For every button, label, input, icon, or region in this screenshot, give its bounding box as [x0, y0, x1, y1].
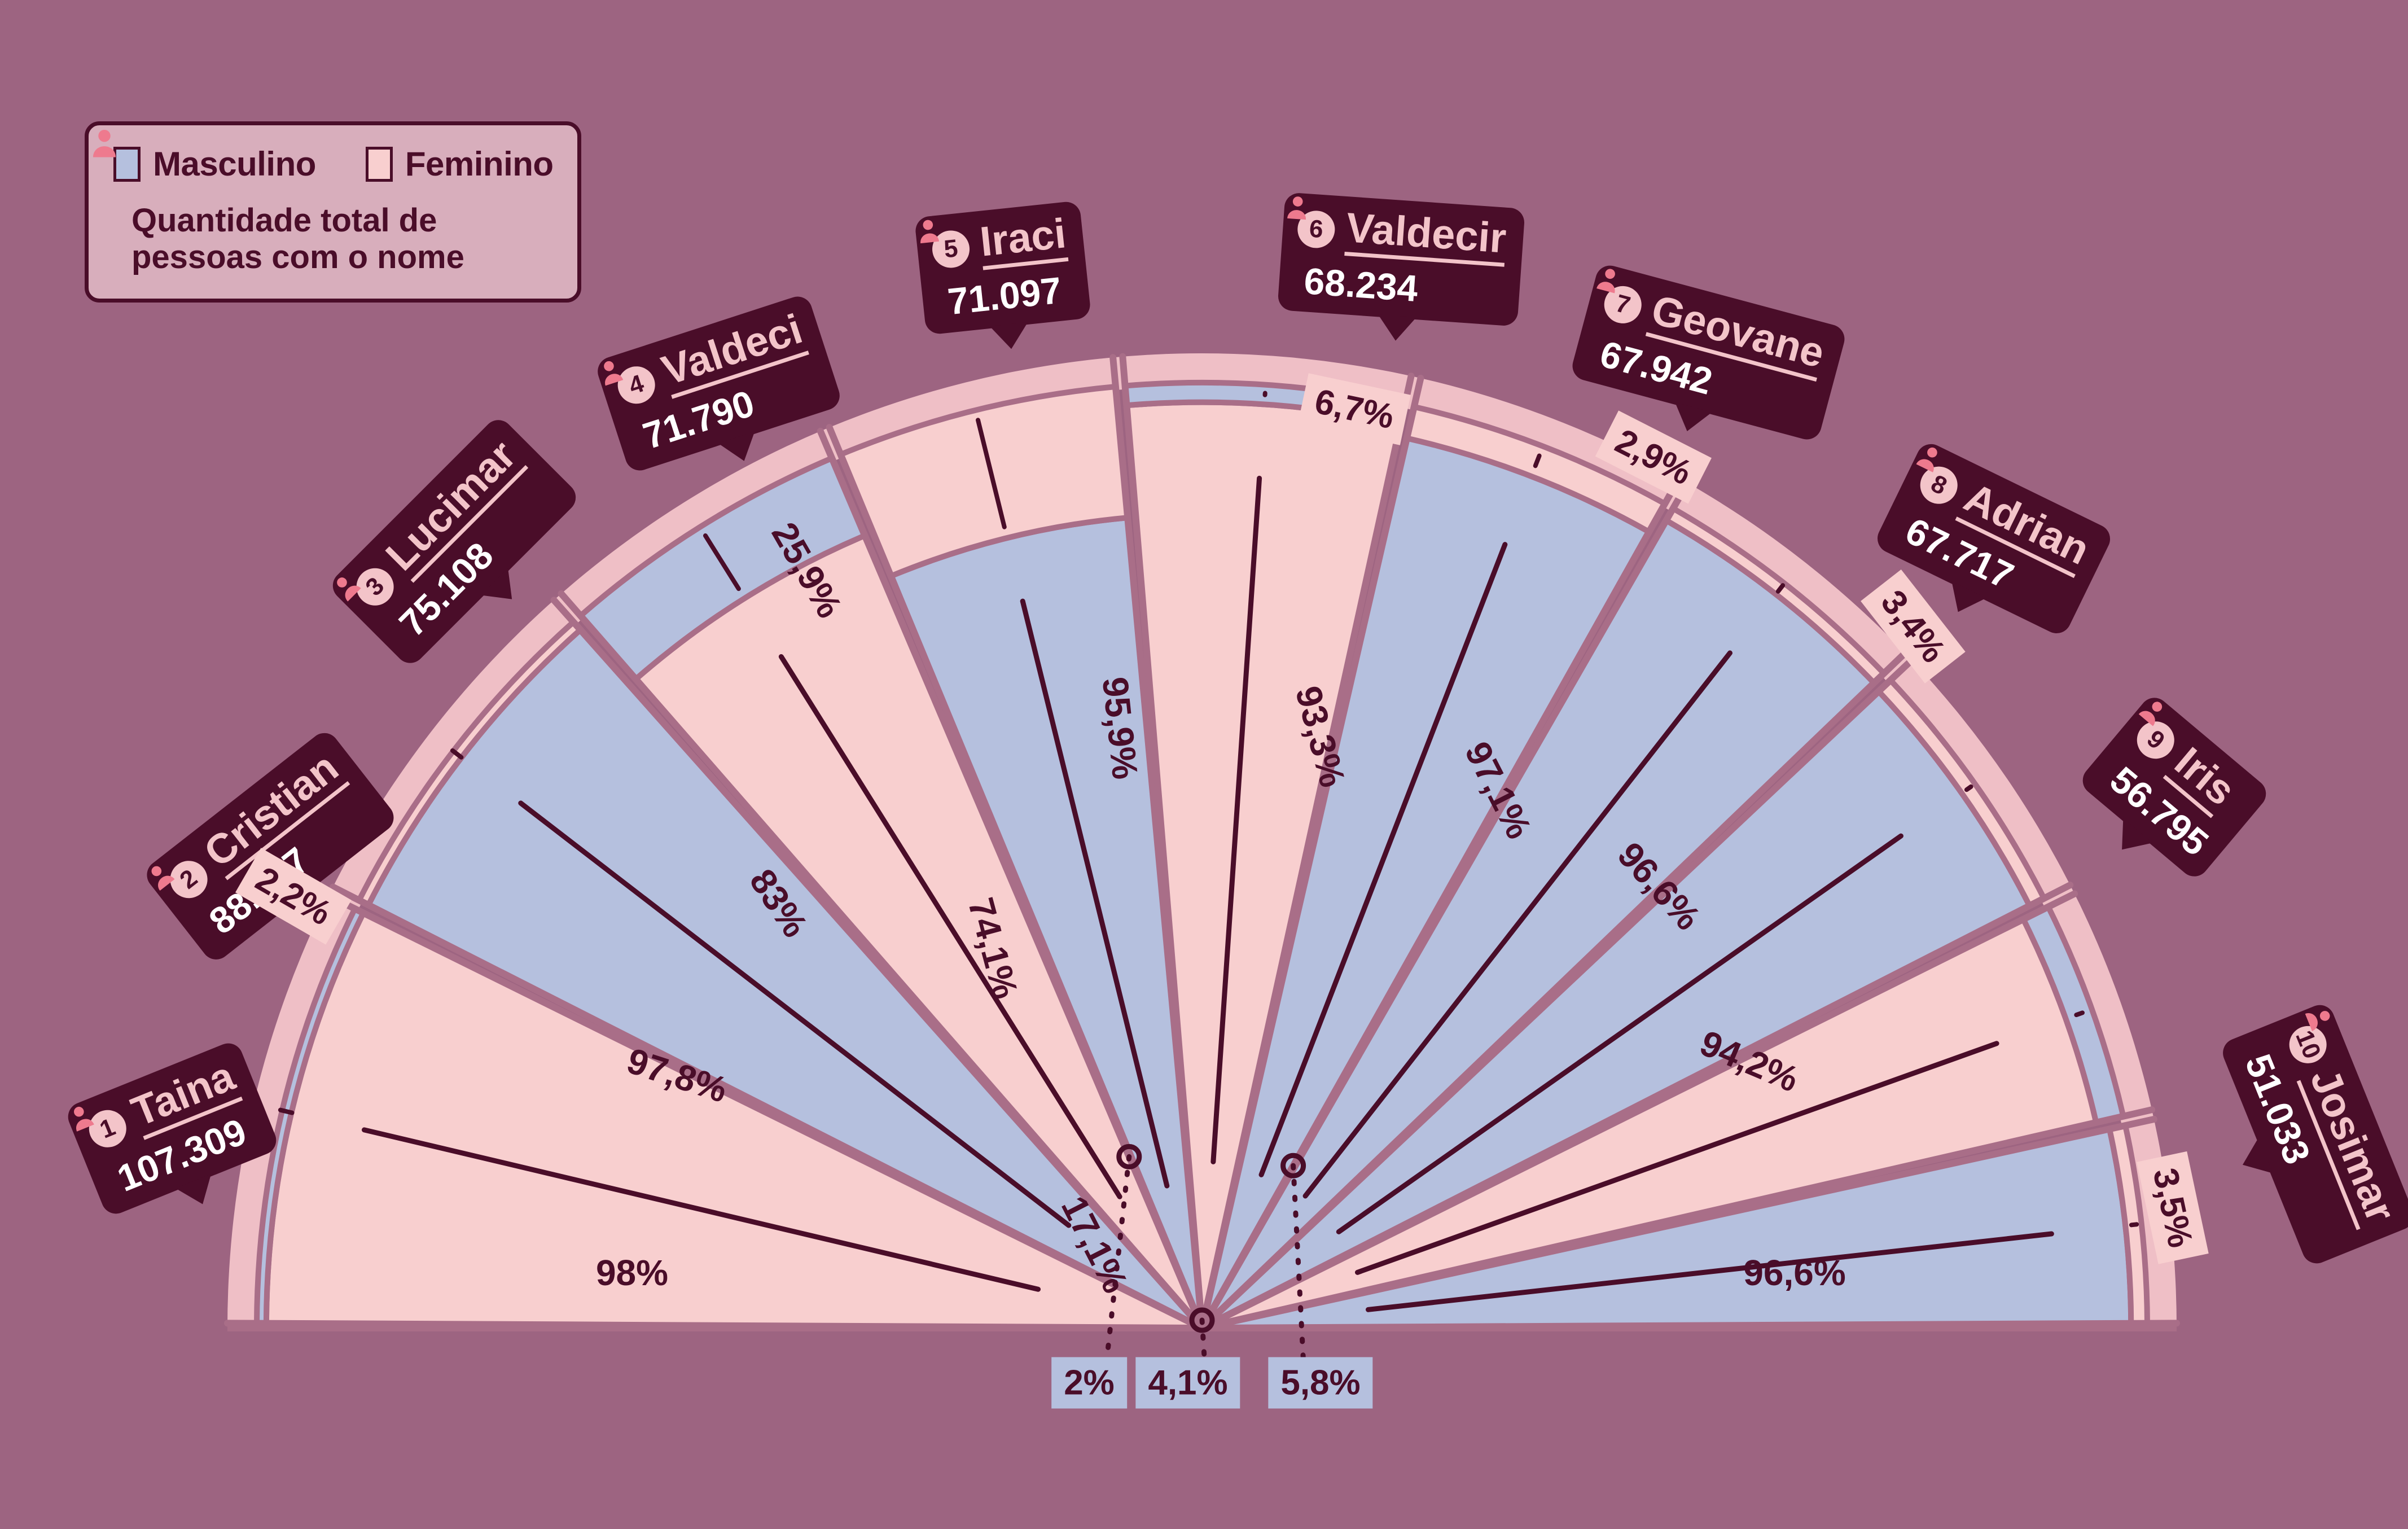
legend-swatch-feminino: [365, 146, 393, 182]
percent-label: 2%: [1051, 1357, 1127, 1409]
legend-label-masculino: Masculino: [153, 145, 316, 183]
callout-tail: [1376, 314, 1416, 343]
name-label: Iraci: [978, 209, 1069, 270]
percent-label: 4,1%: [1135, 1357, 1240, 1409]
name-label: Valdecir: [1344, 204, 1508, 267]
percent-label: 98%: [595, 1252, 669, 1293]
legend-swatch-masculino: [113, 146, 141, 182]
name-count: 71.097: [945, 269, 1064, 323]
percent-label: 96,6%: [1743, 1252, 1846, 1293]
legend-label-feminino: Feminino: [405, 145, 554, 183]
callout-tail: [989, 322, 1031, 351]
name-callout-card: 2Cristian88.637: [141, 727, 400, 966]
name-count: 68.234: [1302, 260, 1419, 310]
percent-label: 5,8%: [1268, 1357, 1373, 1409]
legend-total-note: Quantidade total de pessoas com o nome: [131, 202, 464, 275]
chart-legend: Masculino Feminino Quantidade total de p…: [85, 121, 581, 303]
